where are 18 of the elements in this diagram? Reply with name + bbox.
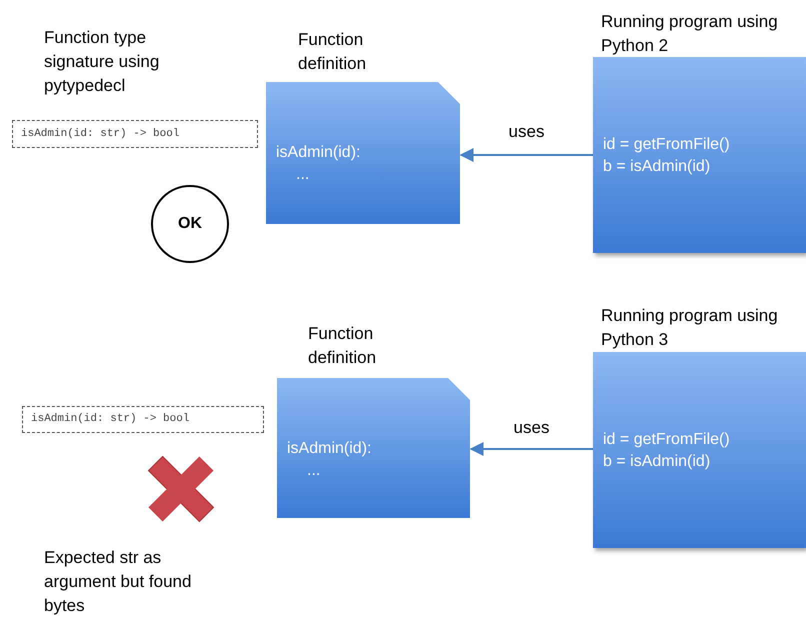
code-line: isAdmin(id): — [276, 143, 360, 163]
heading-text: Function definition — [298, 29, 368, 75]
signature-box: isAdmin(id: str) -> bool — [12, 120, 258, 148]
heading-text: Function definition — [308, 323, 378, 369]
heading-text: Function type signature using pytypedecl — [44, 27, 160, 97]
code-line: isAdmin(id): — [287, 439, 372, 459]
arrow — [460, 148, 593, 162]
code-line: id = getFromFile() — [603, 430, 730, 450]
code-line: ... — [295, 165, 310, 185]
code-line: ... — [306, 461, 320, 481]
signature-box: isAdmin(id: str) -> bool — [22, 406, 264, 433]
code-line: id = getFromFile() — [603, 135, 730, 155]
error-message: Expected str as argument but found bytes — [44, 547, 192, 617]
code-line: b = isAdmin(id) — [603, 452, 710, 472]
code-line: b = isAdmin(id) — [603, 157, 710, 177]
heading-text: Running program using Python 2 — [601, 11, 779, 57]
heading-text: Running program using Python 3 — [601, 305, 779, 351]
arrow — [470, 442, 593, 456]
